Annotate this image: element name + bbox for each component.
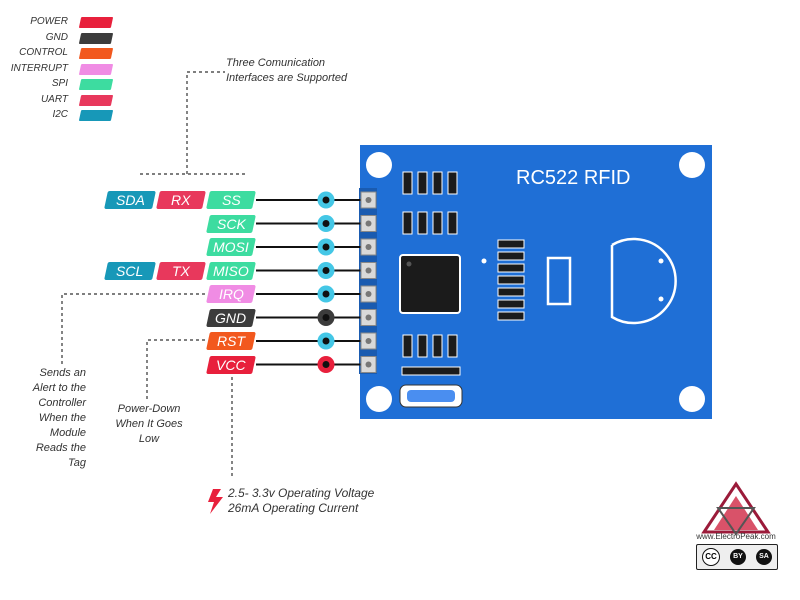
smd-resistor: [402, 334, 413, 358]
pin-tag-label: GND: [215, 309, 247, 326]
smd-resistor: [417, 211, 428, 235]
pin-tag-label: RST: [217, 333, 245, 349]
irq-callout-line: [61, 293, 205, 365]
pin-tag-vcc: VCC: [206, 355, 256, 374]
smd-capacitor: [497, 275, 525, 285]
smd-capacitor: [497, 263, 525, 273]
header-pad-hole: [365, 220, 372, 227]
interfaces-note: Three Comunication Interfaces are Suppor…: [226, 57, 348, 84]
legend-label-uart: UART: [40, 93, 68, 105]
smd-resistor: [402, 211, 413, 235]
pin-tag-label: SS: [221, 192, 241, 208]
pin-tag-ss: SS: [206, 191, 256, 209]
header-pad-hole: [365, 291, 372, 297]
alt-tag-scl: SCL: [104, 261, 156, 280]
lightning-icon: [208, 489, 223, 514]
board-title: RC522 RFID: [516, 167, 630, 189]
pin-tag-sck: SCK: [206, 214, 256, 233]
antenna-coil: [610, 237, 677, 325]
pin-tag-label: VCC: [216, 356, 246, 373]
sa-icon: SA: [756, 549, 772, 565]
smd-resistor: [417, 334, 428, 358]
legend-label-interrupt: INTERRUPT: [10, 62, 68, 74]
header-pad-hole: [365, 267, 372, 274]
alt-tag-tx: TX: [156, 261, 206, 280]
smd-capacitor: [497, 299, 525, 309]
pin-wires: [256, 199, 368, 366]
header-pins: [317, 191, 377, 373]
pin-dot-center: [322, 267, 330, 274]
smd-resistor: [447, 334, 458, 358]
smd-capacitor: [497, 311, 525, 321]
pin-dot-center: [322, 337, 330, 345]
pin-dot-center: [322, 196, 330, 204]
mount-hole-tr: [679, 152, 705, 178]
mount-hole-tl: [366, 152, 392, 178]
smd-resistor: [432, 171, 443, 195]
smd-resistor: [402, 171, 413, 195]
pin-dot-center: [322, 314, 330, 321]
logo-site-text: www.ElectroPeak.com: [696, 532, 776, 541]
header-pad-hole: [365, 338, 372, 344]
smd-resistor: [417, 171, 428, 195]
smd-resistor: [432, 334, 443, 358]
smd-resistor: [447, 211, 458, 235]
smd-capacitor: [497, 239, 525, 249]
header-pad-hole: [365, 314, 372, 321]
pin-tag-label: IRQ: [218, 286, 244, 302]
legend-label-i2c: I2C: [52, 109, 68, 120]
pin-dot-center: [322, 290, 330, 298]
pin-tag-gnd: GND: [206, 308, 256, 327]
pin-dot-center: [322, 243, 330, 251]
mount-hole-bl: [366, 386, 392, 412]
smd-inductor: [401, 366, 461, 376]
pin-dot-center: [322, 220, 330, 227]
legend-label-control: CONTROL: [19, 47, 68, 58]
alt-tag-label: SDA: [115, 192, 145, 208]
pin-tag-rst: RST: [206, 332, 256, 350]
by-icon: BY: [730, 549, 746, 565]
pin-tag-mosi: MOSI: [206, 238, 256, 256]
alt-tag-label: RX: [171, 192, 191, 208]
smd-capacitor: [497, 287, 525, 297]
pin-dot-center: [322, 361, 330, 368]
pin-tag-irq: IRQ: [206, 285, 256, 303]
smd-capacitor: [497, 251, 525, 261]
cc-icon: CC: [702, 548, 720, 566]
pin-tag-miso: MISO: [206, 261, 256, 280]
header-pad-hole: [365, 361, 372, 368]
header-pad-hole: [365, 197, 372, 203]
pin-tag-label: SCK: [216, 215, 246, 232]
mount-hole-br: [679, 386, 705, 412]
electropeak-logo: www.ElectroPeak.com CC BY SA: [686, 478, 786, 573]
alt-tag-label: SCL: [116, 262, 144, 279]
alt-tag-label: TX: [172, 262, 190, 279]
smd-components: [401, 171, 525, 376]
legend-label-power: POWER: [30, 16, 68, 27]
header-pad-hole: [365, 244, 372, 250]
rst-callout-line: [146, 339, 205, 400]
interfaces-callout-line: [140, 71, 245, 175]
mfrc522-chip: [399, 254, 461, 314]
logo-triangle-icon: [701, 481, 771, 536]
legend-label-gnd: GND: [45, 31, 68, 43]
pin-tag-label: MOSI: [213, 239, 249, 255]
smd-resistor: [432, 211, 443, 235]
cc-license-badge: CC BY SA: [696, 544, 778, 570]
pin-tag-label: MISO: [213, 262, 249, 279]
legend-label-spi: SPI: [51, 78, 68, 89]
alt-tag-rx: RX: [156, 191, 206, 209]
smd-resistor: [447, 171, 458, 195]
alt-tag-sda: SDA: [104, 191, 156, 209]
